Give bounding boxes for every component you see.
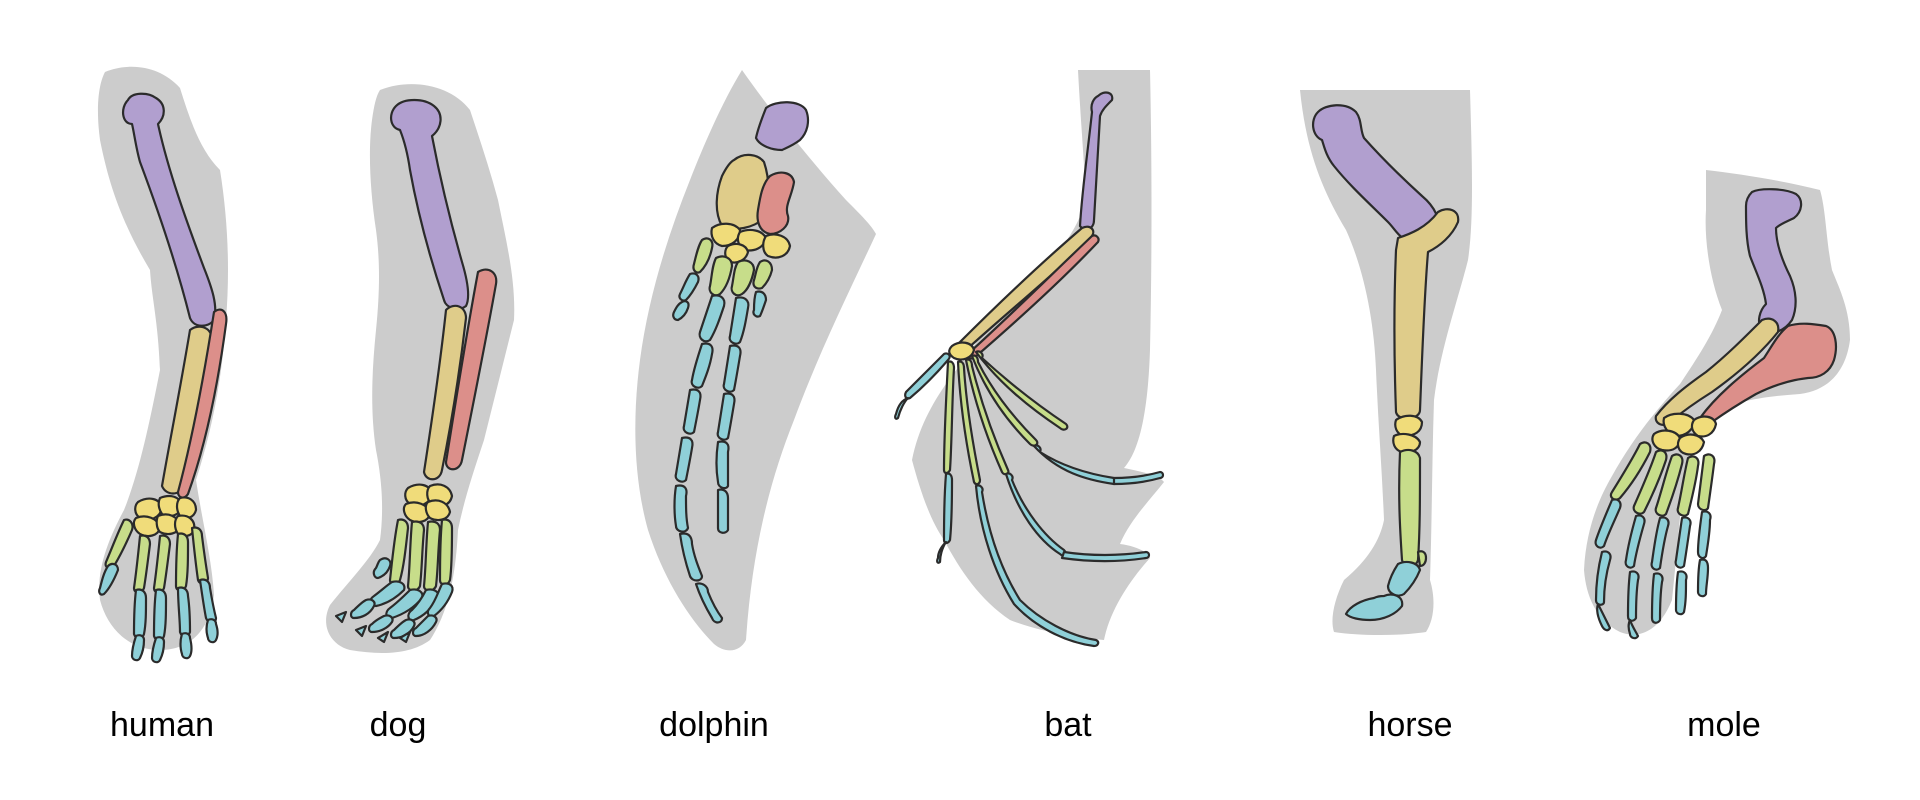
horse-metacarpals [1398,448,1428,568]
dog-silhouette [326,84,515,653]
bat-phalanges [936,444,1165,648]
limb-bat [894,70,1165,648]
bat-humerus [1078,91,1114,231]
human-metacarpals [104,518,210,594]
horse-phalanges [1344,560,1422,622]
label-dolphin: dolphin [659,706,769,744]
dog-metacarpals [388,518,454,592]
dog-ulna [444,268,498,471]
mole-phalanges [1594,498,1712,640]
label-dog: dog [370,706,427,744]
horse-carpals [1392,414,1424,454]
dolphin-ulna [756,171,796,236]
dog-phalanges [334,557,454,644]
limb-dog [326,84,515,653]
bat-carpals [948,341,976,361]
dolphin-humerus [754,101,810,152]
mole-carpals [1651,412,1718,456]
mole-ulna [1698,322,1837,427]
human-phalanges [98,562,219,664]
limb-dolphin [635,70,876,651]
limb-horse [1300,90,1472,635]
human-carpals [132,495,198,538]
dolphin-carpals [710,222,792,264]
label-mole: mole [1687,706,1761,744]
human-ulna [176,308,228,499]
horse-radius [1393,208,1460,420]
dolphin-phalanges [672,272,768,624]
label-bat: bat [1044,706,1092,744]
limb-human [97,66,228,664]
limb-mole [1584,170,1850,640]
bat-metacarpals [942,350,1069,486]
bat-silhouette [912,70,1164,640]
dog-radius [422,304,468,481]
dog-humerus [390,98,470,310]
dolphin-silhouette [635,70,876,651]
dog-carpals [402,483,454,524]
mole-metacarpals [1609,441,1716,517]
label-horse: horse [1367,706,1452,744]
bat-thumb [894,352,951,420]
label-human: human [110,706,214,744]
dolphin-radius [715,153,770,230]
dolphin-metacarpals [692,237,774,297]
mole-humerus [1744,188,1803,334]
